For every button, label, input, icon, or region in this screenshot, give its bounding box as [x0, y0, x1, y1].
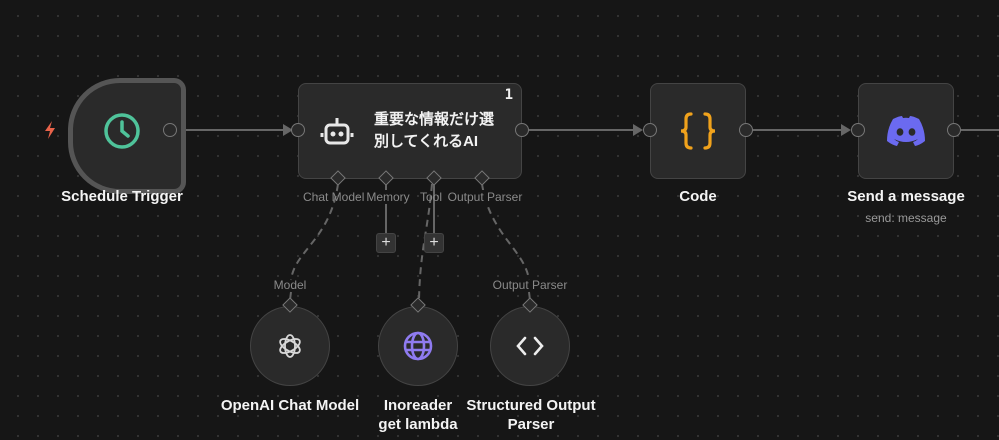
clock-icon — [73, 83, 171, 179]
node-code[interactable] — [650, 83, 746, 179]
code-brackets-icon — [515, 335, 545, 357]
output-handle[interactable] — [163, 123, 177, 137]
node-inoreader[interactable] — [378, 306, 458, 386]
add-memory-button[interactable]: + — [376, 233, 396, 253]
port-label-chat-model: Chat Model — [303, 190, 365, 204]
globe-icon — [402, 330, 434, 362]
output-handle[interactable] — [515, 123, 529, 137]
lightning-icon — [42, 121, 58, 139]
node-title: 重要な情報だけ選 別してくれるAI — [374, 109, 494, 153]
edge-openai — [290, 183, 339, 281]
node-ai-agent[interactable]: 1 重要な情報だけ選 別してくれるAI — [298, 83, 522, 179]
node-send-message[interactable] — [858, 83, 954, 179]
braces-icon — [651, 84, 745, 178]
node-label: Code — [679, 188, 717, 205]
input-handle[interactable] — [851, 123, 865, 137]
node-label: Inoreader get lambda — [378, 397, 458, 433]
edge-inoreader — [418, 183, 433, 301]
node-subtitle: send: message — [865, 211, 947, 225]
node-label: Structured Output Parser — [466, 397, 596, 433]
output-handle[interactable] — [739, 123, 753, 137]
port-label-tool: Tool — [420, 190, 443, 204]
output-handle[interactable] — [947, 123, 961, 137]
arrow-head — [841, 124, 851, 136]
node-openai-chat-model[interactable] — [250, 306, 330, 386]
run-count-badge: 1 — [504, 87, 513, 103]
title-line: 重要な情報だけ選 — [374, 111, 495, 128]
input-handle[interactable] — [291, 123, 305, 137]
arrow-head — [633, 124, 643, 136]
port-label-output-parser: Output Parser — [492, 278, 568, 292]
node-structured-output-parser[interactable] — [490, 306, 570, 386]
openai-icon — [275, 331, 305, 361]
add-tool-button[interactable]: + — [424, 233, 444, 253]
arrow-head — [283, 124, 293, 136]
discord-icon — [859, 84, 953, 178]
port-label-model: Model — [273, 278, 307, 292]
input-handle[interactable] — [643, 123, 657, 137]
port-label-output-parser: Output Parser — [447, 190, 523, 204]
title-line: 別してくれるAI — [374, 133, 479, 150]
node-label: Send a message — [847, 188, 965, 205]
node-label: Schedule Trigger — [61, 188, 183, 205]
node-label: OpenAI Chat Model — [220, 397, 360, 414]
port-label-memory: Memory — [366, 190, 410, 204]
robot-icon — [319, 114, 355, 150]
